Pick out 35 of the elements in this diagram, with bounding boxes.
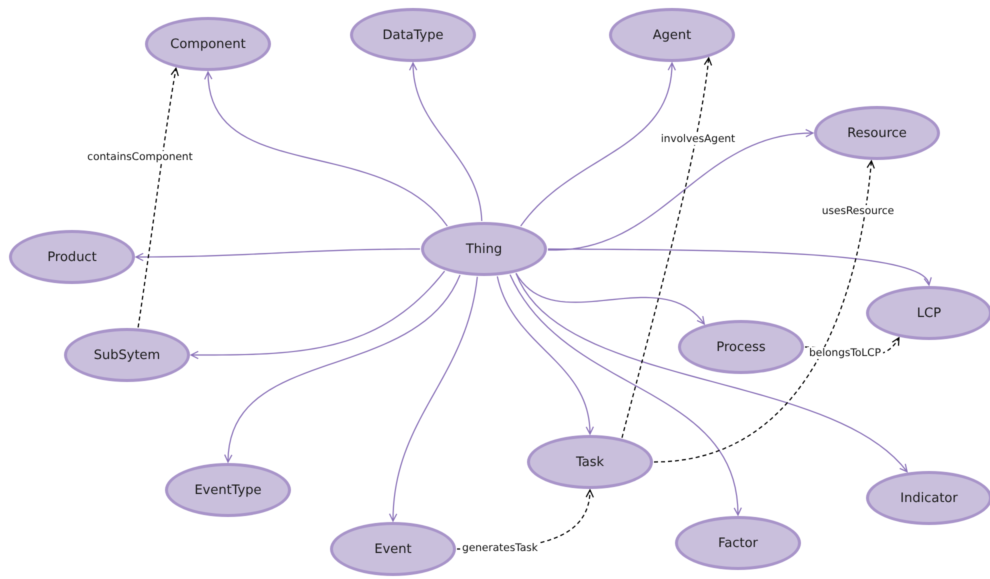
node-label: LCP — [916, 306, 942, 320]
arrow — [224, 274, 461, 463]
node-label: Product — [47, 250, 97, 264]
ellipse-node — [866, 471, 990, 525]
dashed-arrow — [654, 160, 875, 463]
node-label: Agent — [652, 28, 692, 42]
arrow — [548, 248, 932, 286]
arrow — [135, 248, 420, 262]
arrow — [496, 276, 594, 435]
node-label: Indicator — [900, 490, 958, 506]
node-label: Thing — [466, 242, 502, 256]
arrow — [548, 129, 814, 251]
arrow — [509, 274, 742, 516]
edge-label: usesResource — [820, 205, 896, 217]
node-label: SubSytem — [94, 348, 160, 362]
node-label: Event — [374, 542, 412, 556]
edge-label: containsComponent — [85, 151, 195, 163]
arrow — [520, 62, 676, 226]
arrow — [388, 276, 478, 522]
arrow — [515, 273, 908, 472]
node-label: Task — [576, 454, 604, 470]
node-label: EventType — [194, 482, 262, 498]
arrow — [409, 62, 482, 222]
edge-label: generatesTask — [460, 542, 540, 554]
node-label: Component — [170, 36, 246, 52]
node-label: Resource — [847, 126, 907, 140]
edge-label: belongsToLCP — [807, 347, 883, 359]
ellipse-node — [866, 286, 990, 340]
node-label: Process — [716, 340, 766, 354]
edge-label: involvesAgent — [658, 133, 738, 145]
arrow — [204, 71, 448, 226]
dashed-arrow — [621, 57, 712, 438]
arrow — [190, 270, 446, 360]
node-label: DataType — [382, 28, 444, 42]
node-label: Factor — [718, 536, 758, 550]
